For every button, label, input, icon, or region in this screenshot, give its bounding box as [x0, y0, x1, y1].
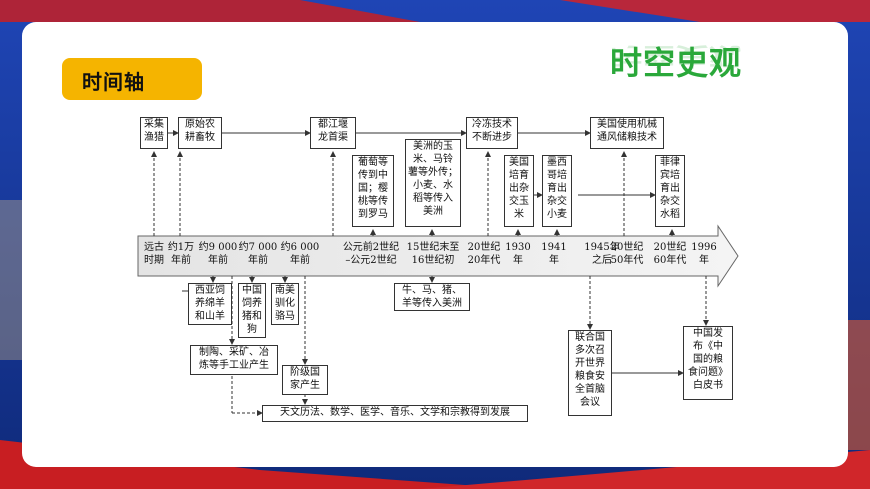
event-box-primitive-farming: 原始农 耕畜牧	[178, 117, 222, 149]
event-box-hybrid-corn: 美国 培育 出杂 交玉 米	[504, 155, 534, 227]
event-box-handicrafts: 制陶、采矿、冶 炼等手工业产生	[190, 345, 278, 375]
axis-label-2: 约9 000 年前	[198, 242, 238, 266]
event-box-refrigeration: 冷冻技术 不断进步	[466, 117, 518, 149]
timeline-axis-arrow	[137, 224, 739, 288]
axis-label-4: 约6 000 年前	[280, 242, 320, 266]
axis-label-8: 1930 年	[505, 242, 531, 266]
axis-label-3: 约7 000 年前	[238, 242, 278, 266]
event-box-hybrid-rice: 菲律 宾培 育出 杂交 水稻	[655, 155, 685, 227]
event-box-un-food-summit: 联合国 多次召 开世界 粮食安 全首脑 会议	[568, 330, 612, 416]
axis-label-5: 公元前2世纪 –公元2世纪	[342, 242, 400, 266]
axis-label-13: 1996 年	[691, 242, 717, 266]
brand-logo: 时空史观	[610, 44, 743, 82]
axis-label-11: 20世纪 50年代	[610, 242, 644, 266]
event-box-grape-exchange: 葡萄等 传到中 国；樱 桃等传 到罗马	[352, 155, 394, 227]
title-pill	[62, 58, 202, 100]
axis-label-0: 远古 时期	[144, 242, 164, 266]
axis-label-10: 1945年 之后	[584, 242, 620, 266]
event-box-gathering-fishing: 采集 渔猎	[140, 117, 168, 149]
axis-label-12: 20世纪 60年代	[653, 242, 687, 266]
axis-label-9: 1941 年	[541, 242, 567, 266]
event-box-dujiangyan: 都江堰 龙首渠	[310, 117, 356, 149]
axis-label-1: 约1万 年前	[167, 242, 195, 266]
event-box-sheep-goats: 西亚饲 养绵羊 和山羊	[188, 283, 232, 325]
event-box-livestock-americas: 牛、马、猪、 羊等传入美洲	[394, 283, 470, 311]
event-box-culture-development: 天文历法、数学、医学、音乐、文学和宗教得到发展	[262, 405, 528, 422]
event-box-pigs-dogs: 中国 饲养 猪和 狗	[238, 283, 266, 338]
event-box-llama: 南美 驯化 骆马	[271, 283, 299, 325]
axis-label-6: 15世纪末至 16世纪初	[406, 242, 460, 266]
axis-label-7: 20世纪 20年代	[467, 242, 501, 266]
page-title: 时间轴	[82, 70, 145, 94]
event-box-columbian-exchange: 美洲的玉 米、马铃 薯等外传； 小麦、水 稻等传入 美洲	[405, 139, 461, 227]
event-box-china-white-paper: 中国发 布《中 国的粮 食问题》 白皮书	[683, 326, 733, 400]
event-box-grain-storage: 美国使用机械 通风储粮技术	[590, 117, 664, 149]
event-box-class-state: 阶级国 家产生	[282, 365, 328, 395]
event-box-hybrid-wheat: 墨西 哥培 育出 杂交 小麦	[542, 155, 572, 227]
